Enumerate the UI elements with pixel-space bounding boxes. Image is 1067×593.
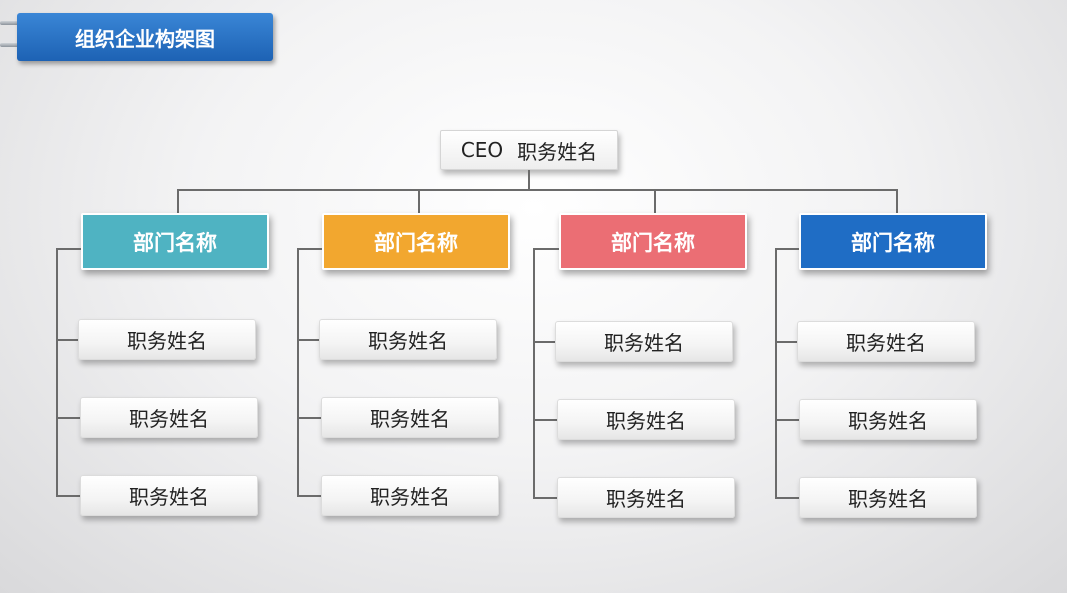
ceo-box: CEO 职务姓名 bbox=[440, 130, 618, 170]
staff-branch-line bbox=[297, 339, 319, 341]
staff-box: 职务姓名 bbox=[557, 399, 735, 440]
staff-name: 职务姓名 bbox=[129, 485, 209, 509]
staff-box: 职务姓名 bbox=[797, 321, 975, 362]
staff-branch-line bbox=[56, 417, 80, 419]
staff-box: 职务姓名 bbox=[321, 397, 499, 438]
staff-name: 职务姓名 bbox=[127, 329, 207, 353]
department-connector bbox=[654, 189, 656, 213]
staff-spine-line bbox=[533, 248, 535, 499]
staff-name: 职务姓名 bbox=[370, 407, 450, 431]
department-name: 部门名称 bbox=[133, 230, 217, 255]
staff-spine-line bbox=[775, 248, 777, 499]
department-connector bbox=[177, 189, 179, 213]
staff-name: 职务姓名 bbox=[606, 487, 686, 511]
staff-box: 职务姓名 bbox=[78, 319, 256, 360]
ceo-name: 职务姓名 bbox=[517, 139, 598, 164]
staff-box: 职务姓名 bbox=[80, 475, 258, 516]
department-name: 部门名称 bbox=[374, 230, 458, 255]
staff-spine-line bbox=[56, 248, 58, 497]
staff-branch-line bbox=[56, 495, 80, 497]
staff-name: 职务姓名 bbox=[604, 331, 684, 355]
staff-name: 职务姓名 bbox=[846, 331, 926, 355]
department-box: 部门名称 bbox=[81, 213, 269, 270]
department-box: 部门名称 bbox=[559, 213, 747, 270]
staff-branch-line bbox=[56, 339, 78, 341]
page-title: 组织企业构架图 bbox=[17, 13, 273, 61]
department-branch-line bbox=[297, 248, 322, 250]
staff-branch-line bbox=[297, 417, 321, 419]
staff-branch-line bbox=[775, 497, 799, 499]
department-connector bbox=[418, 189, 420, 213]
department-branch-line bbox=[775, 248, 799, 250]
staff-name: 职务姓名 bbox=[370, 485, 450, 509]
department-box: 部门名称 bbox=[799, 213, 987, 270]
staff-box: 职务姓名 bbox=[557, 477, 735, 518]
department-bus-line bbox=[177, 189, 898, 191]
staff-branch-line bbox=[775, 419, 799, 421]
department-name: 部门名称 bbox=[851, 230, 935, 255]
staff-branch-line bbox=[533, 497, 557, 499]
ceo-role: CEO bbox=[460, 138, 504, 162]
staff-box: 职务姓名 bbox=[80, 397, 258, 438]
staff-branch-line bbox=[533, 419, 557, 421]
department-box: 部门名称 bbox=[322, 213, 510, 270]
staff-name: 职务姓名 bbox=[606, 409, 686, 433]
department-branch-line bbox=[56, 248, 81, 250]
staff-name: 职务姓名 bbox=[368, 329, 448, 353]
staff-branch-line bbox=[297, 495, 321, 497]
staff-branch-line bbox=[533, 341, 555, 343]
staff-box: 职务姓名 bbox=[799, 477, 977, 518]
ceo-connector bbox=[528, 170, 530, 190]
staff-name: 职务姓名 bbox=[848, 487, 928, 511]
staff-box: 职务姓名 bbox=[555, 321, 733, 362]
department-connector bbox=[896, 189, 898, 213]
staff-box: 职务姓名 bbox=[319, 319, 497, 360]
staff-name: 职务姓名 bbox=[129, 407, 209, 431]
staff-name: 职务姓名 bbox=[848, 409, 928, 433]
department-branch-line bbox=[533, 248, 559, 250]
department-name: 部门名称 bbox=[611, 230, 695, 255]
staff-branch-line bbox=[775, 341, 797, 343]
staff-box: 职务姓名 bbox=[799, 399, 977, 440]
page-title-text: 组织企业构架图 bbox=[75, 26, 215, 51]
staff-spine-line bbox=[297, 248, 299, 497]
staff-box: 职务姓名 bbox=[321, 475, 499, 516]
